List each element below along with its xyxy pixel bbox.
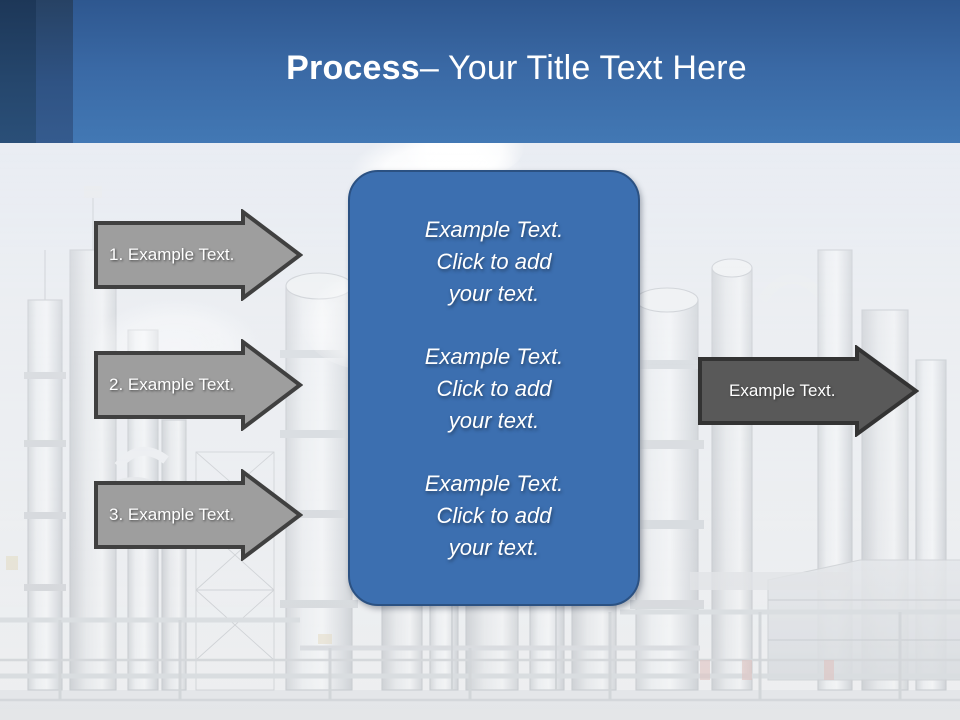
- process-arrow-3[interactable]: 3. Example Text.: [93, 469, 303, 561]
- process-arrow-1[interactable]: 1. Example Text.: [93, 209, 303, 301]
- arrow-shape-icon: [94, 469, 303, 561]
- header-accent-band-dark: [0, 0, 36, 143]
- arrow-shape-icon: [94, 209, 303, 301]
- process-arrow-2[interactable]: 2. Example Text.: [93, 339, 303, 431]
- process-arrow-3-label: 3. Example Text.: [109, 505, 235, 524]
- panel-text-block-3: Example Text. Click to add your text.: [424, 471, 564, 561]
- outcome-arrow[interactable]: Example Text.: [697, 345, 919, 437]
- header-background: [0, 0, 960, 143]
- process-arrow-2-label: 2. Example Text.: [109, 375, 235, 394]
- center-content-panel[interactable]: Example Text. Click to add your text. Ex…: [348, 170, 640, 606]
- page-title-rest: – Your Title Text Here: [419, 49, 747, 87]
- arrow-shape-icon: [698, 345, 919, 437]
- panel-text-block-2: Example Text. Click to add your text.: [424, 344, 564, 433]
- slide-header: Process – Your Title Text Here: [0, 0, 960, 143]
- panel-text-block-1: Example Text. Click to add your text.: [424, 216, 564, 306]
- header-accent-band-mid: [36, 0, 73, 143]
- page-title: Process – Your Title Text Here: [73, 0, 960, 143]
- page-title-bold: Process: [286, 49, 420, 87]
- outcome-arrow-label: Example Text.: [729, 381, 836, 400]
- process-arrow-1-label: 1. Example Text.: [109, 245, 235, 264]
- arrow-shape-icon: [94, 339, 303, 431]
